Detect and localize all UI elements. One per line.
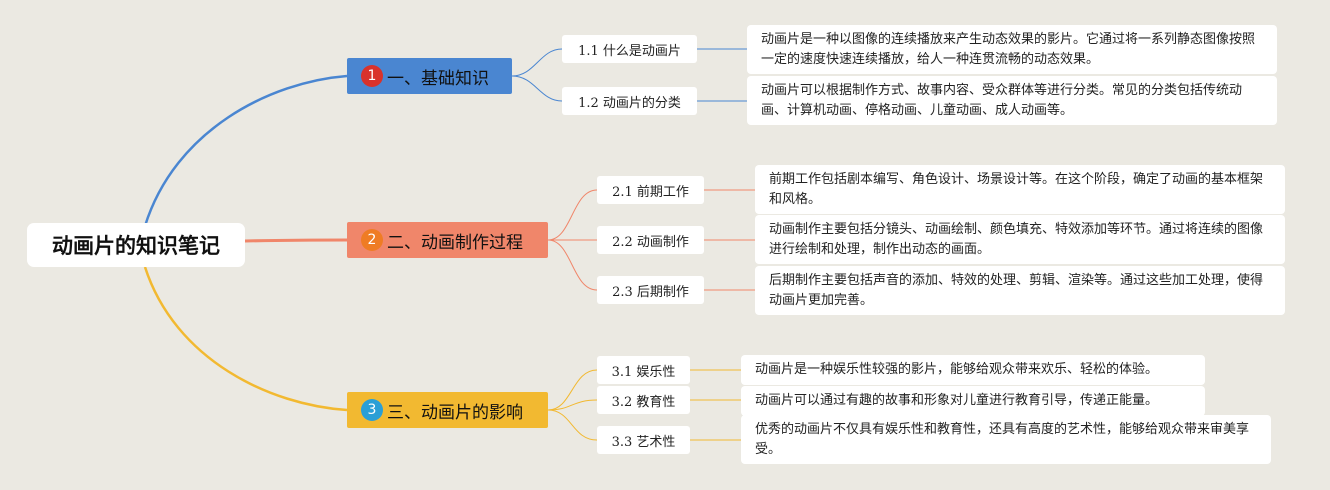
link-b3-sub-2: [547, 399, 598, 411]
link-b3-sub-1: [547, 369, 598, 411]
branch-basic-knowledge[interactable]: 1 一、基础知识: [347, 58, 512, 94]
note-1-1[interactable]: 动画片是一种以图像的连续播放来产生动态效果的影片。它通过将一系列静态图像按照一定…: [747, 25, 1277, 74]
note-text: 动画片可以根据制作方式、故事内容、受众群体等进行分类。常见的分类包括传统动画、计…: [761, 83, 1243, 118]
note-2-2[interactable]: 动画制作主要包括分镜头、动画绘制、颜色填充、特效添加等环节。通过将连续的图像进行…: [755, 215, 1285, 264]
link-root-branch-2: [244, 238, 348, 243]
topic-label: 2.3 后期制作: [612, 284, 689, 300]
topic-2-1[interactable]: 2.1 前期工作: [597, 176, 704, 204]
topic-label: 3.1 娱乐性: [611, 364, 676, 380]
note-text: 动画片是一种以图像的连续播放来产生动态效果的影片。它通过将一系列静态图像按照一定…: [761, 32, 1256, 67]
note-text: 动画片是一种娱乐性较强的影片，能够给观众带来欢乐、轻松的体验。: [755, 362, 1159, 377]
link-root-branch-3: [143, 266, 348, 412]
link-b1-sub-2: [511, 75, 563, 102]
note-3-3[interactable]: 优秀的动画片不仅具有娱乐性和教育性，还具有高度的艺术性，能够给观众带来审美享受。: [741, 415, 1271, 464]
branch-label: 一、基础知识: [387, 68, 489, 89]
note-text: 前期工作包括剧本编写、角色设计、场景设计等。在这个阶段，确定了动画的基本框架和风…: [769, 172, 1264, 207]
note-text: 动画片可以通过有趣的故事和形象对儿童进行教育引导，传递正能量。: [755, 393, 1159, 408]
topic-1-2[interactable]: 1.2 动画片的分类: [562, 87, 697, 115]
topic-3-1[interactable]: 3.1 娱乐性: [597, 356, 690, 384]
topic-label: 2.1 前期工作: [612, 184, 689, 200]
branch-label: 二、动画制作过程: [387, 232, 523, 253]
branch-influence[interactable]: 3 三、动画片的影响: [347, 392, 548, 428]
root-topic-label: 动画片的知识笔记: [52, 234, 220, 258]
topic-2-3[interactable]: 2.3 后期制作: [597, 276, 704, 304]
note-3-1[interactable]: 动画片是一种娱乐性较强的影片，能够给观众带来欢乐、轻松的体验。: [741, 355, 1205, 385]
note-2-1[interactable]: 前期工作包括剧本编写、角色设计、场景设计等。在这个阶段，确定了动画的基本框架和风…: [755, 165, 1285, 214]
topic-3-2[interactable]: 3.2 教育性: [597, 386, 690, 414]
topic-2-2[interactable]: 2.2 动画制作: [597, 226, 704, 254]
note-text: 后期制作主要包括声音的添加、特效的处理、剪辑、渲染等。通过这些加工处理，使得动画…: [769, 273, 1264, 308]
number-badge-3: 3: [361, 399, 383, 421]
topic-label: 2.2 动画制作: [612, 234, 689, 250]
link-b2-sub-1: [547, 189, 598, 241]
topic-label: 1.2 动画片的分类: [578, 95, 681, 111]
note-3-2[interactable]: 动画片可以通过有趣的故事和形象对儿童进行教育引导，传递正能量。: [741, 386, 1205, 416]
topic-label: 3.2 教育性: [611, 394, 676, 410]
link-b1-sub-1: [511, 48, 563, 77]
note-1-2[interactable]: 动画片可以根据制作方式、故事内容、受众群体等进行分类。常见的分类包括传统动画、计…: [747, 76, 1277, 125]
branch-label: 三、动画片的影响: [387, 402, 523, 423]
topic-label: 3.3 艺术性: [611, 434, 676, 450]
topic-1-1[interactable]: 1.1 什么是动画片: [562, 35, 697, 63]
note-text: 动画制作主要包括分镜头、动画绘制、颜色填充、特效添加等环节。通过将连续的图像进行…: [769, 222, 1264, 257]
branch-production-process[interactable]: 2 二、动画制作过程: [347, 222, 548, 258]
note-2-3[interactable]: 后期制作主要包括声音的添加、特效的处理、剪辑、渲染等。通过这些加工处理，使得动画…: [755, 266, 1285, 315]
number-badge-2: 2: [361, 229, 383, 251]
topic-3-3[interactable]: 3.3 艺术性: [597, 426, 690, 454]
root-topic[interactable]: 动画片的知识笔记: [27, 223, 245, 267]
link-root-branch-1: [143, 74, 348, 227]
link-b2-sub-3: [547, 239, 598, 291]
link-b3-sub-3: [547, 409, 598, 441]
note-text: 优秀的动画片不仅具有娱乐性和教育性，还具有高度的艺术性，能够给观众带来审美享受。: [755, 422, 1250, 457]
number-badge-1: 1: [361, 65, 383, 87]
topic-label: 1.1 什么是动画片: [578, 43, 681, 59]
